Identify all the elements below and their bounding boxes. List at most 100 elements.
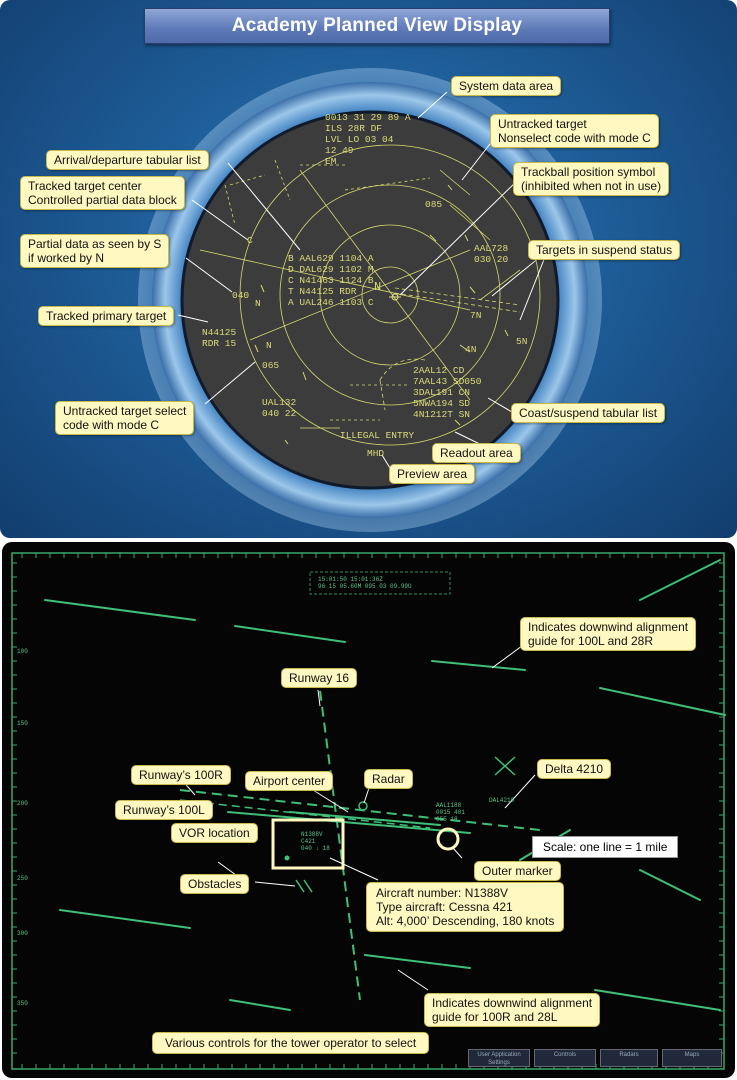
coast-line: 2AAL12 CD — [413, 365, 465, 376]
edge-label: 150 — [17, 720, 28, 727]
data-block-line: 0015 401 — [436, 809, 465, 816]
runway-100-line — [179, 789, 541, 831]
callout-arrival-departure: Arrival/departure tabular list — [46, 150, 209, 170]
dal4210-data-block: DAL4210 — [489, 797, 515, 804]
radar-scope-graphic — [138, 68, 602, 532]
callout-controls: Various controls for the tower operator … — [152, 1032, 430, 1054]
preview-text: MHD — [367, 448, 385, 459]
callout-line: guide for 100L and 28R — [528, 634, 653, 648]
callout-line: Controlled partial data block — [28, 193, 177, 207]
data-block-line: UAL132 — [262, 397, 297, 408]
callout-runway-100r: Runway’s 100R — [131, 765, 231, 785]
top-leader-lines — [177, 91, 546, 469]
callout-downwind-100r-28l: Indicates downwind alignment guide for 1… — [424, 993, 601, 1027]
runway-100l-line — [179, 799, 431, 829]
callout-line: (inhibited when not in use) — [521, 179, 662, 193]
callout-runway-100l: Runway’s 100L — [115, 800, 213, 820]
n-mark: N — [255, 298, 261, 309]
radar-marker — [358, 801, 368, 811]
coast-line: 4N1212T SN — [413, 409, 471, 420]
callout-aircraft-info: Aircraft number: N1388V Type aircraft: C… — [366, 882, 565, 932]
edge-label: 300 — [17, 930, 28, 937]
radars-button[interactable]: Radars — [600, 1049, 658, 1067]
fix-marks — [295, 756, 516, 893]
callout-vor-location: VOR location — [171, 823, 258, 843]
callout-suspend-targets: Targets in suspend status — [528, 240, 681, 260]
target-marks — [254, 184, 509, 445]
n44125-data-block: N44125 RDR 15 — [202, 327, 236, 349]
callout-radar: Radar — [364, 769, 413, 789]
ual132-data-block: UAL132 040 22 — [262, 397, 296, 419]
controls-button[interactable]: Controls — [534, 1049, 596, 1067]
header-readout: 15:01:50 15:01:36Z 96 15 05.60M 095 03 0… — [318, 576, 412, 590]
maps-button[interactable]: Maps — [662, 1049, 722, 1067]
header-line: 96 15 05.60M 095 03 09.99U — [318, 583, 412, 590]
system-data-line: ILS 28R DF — [325, 123, 383, 134]
n1388v-data-block: N1388V C421 040 ↓ 18 — [301, 831, 330, 852]
callout-tracked-center: Tracked target center Controlled partial… — [20, 176, 185, 210]
data-block-line: RDR 15 — [202, 338, 237, 349]
callout-line: guide for 100R and 28L — [432, 1010, 558, 1024]
data-block-line: AAL728 — [474, 243, 509, 254]
user-settings-button[interactable]: User Application Settings — [468, 1049, 530, 1067]
callout-line: code with mode C — [63, 418, 160, 432]
edge-label: 350 — [17, 1000, 28, 1007]
callout-downwind-100l-28r: Indicates downwind alignment guide for 1… — [520, 617, 697, 651]
aircraft-target — [284, 855, 290, 861]
scope-screen — [180, 110, 560, 490]
airway-lines — [199, 159, 521, 429]
data-block-line: 055 18 — [436, 816, 458, 823]
callout-untracked-target: Untracked target Nonselect code with mod… — [490, 114, 659, 148]
coast-suspend-list: 2AAL12 CD 7AAL43 SD050 3DAL191 CN 5NWA19… — [413, 365, 481, 420]
callout-partial-data: Partial data as seen by S if worked by N — [20, 234, 170, 268]
coast-line: 5NWA194 SD — [413, 398, 471, 409]
bottom-leader-lines — [179, 639, 536, 991]
callout-line: Aircraft number: N1388V — [376, 886, 509, 900]
callout-line: Untracked target select — [63, 404, 187, 418]
edge-label: 250 — [17, 875, 28, 882]
readout-text: ILLEGAL ENTRY — [340, 430, 415, 441]
system-data-line: 0013 31 29 89 A — [325, 112, 411, 123]
callout-untracked-select: Untracked target select code with mode C — [55, 401, 195, 435]
system-data-line: EM — [325, 156, 337, 167]
tabular-line: B AAL629 1104 A — [288, 253, 374, 264]
callout-delta-4210: Delta 4210 — [537, 759, 612, 779]
c-mark: C — [247, 235, 253, 246]
system-data-area: 0013 31 29 89 A ILS 28R DF LVL LO 03 04 … — [325, 112, 411, 167]
tabular-line: D DAL629 1102 M — [288, 264, 374, 275]
callout-line: Untracked target — [498, 117, 587, 131]
altitude-040: 040 — [232, 290, 250, 301]
header-line: 15:01:50 15:01:36Z — [318, 576, 383, 583]
callout-tracked-primary: Tracked primary target — [38, 306, 175, 326]
data-block-line: N1388V — [301, 831, 323, 838]
callout-line: Type aircraft: Cessna 421 — [376, 900, 513, 914]
target-4n: 4N — [465, 344, 477, 355]
aal-data-block: AAL1188 0015 401 055 18 — [436, 802, 465, 823]
system-data-line: 12 49 — [325, 145, 354, 156]
display-title: Academy Planned View Display — [144, 8, 610, 44]
target-5n: 5N — [516, 336, 528, 347]
altitude-065: 065 — [262, 360, 280, 371]
n-mark: N — [374, 280, 382, 294]
map-border — [11, 552, 725, 1070]
alignment-lines — [44, 559, 726, 1011]
callout-line: Indicates downwind alignment — [528, 620, 689, 634]
edge-label: 200 — [17, 800, 28, 807]
callout-line: Trackball position symbol — [521, 165, 656, 179]
outer-marker-ring — [436, 827, 460, 851]
range-rings — [239, 144, 541, 446]
runway-16-line — [317, 674, 361, 1001]
callout-preview-area: Preview area — [389, 464, 476, 484]
callout-obstacles: Obstacles — [180, 874, 250, 894]
callout-line: Tracked target center — [28, 179, 142, 193]
callout-line: Partial data as seen by S — [28, 237, 162, 251]
trackball-symbol — [389, 293, 401, 301]
header-box — [309, 571, 451, 595]
tabular-line: T N44125 RDR — [288, 286, 357, 297]
data-block-line: C421 — [301, 838, 316, 845]
callout-line: if worked by N — [28, 251, 105, 265]
data-block-line: N44125 — [202, 327, 237, 338]
callout-line: Indicates downwind alignment — [432, 996, 593, 1010]
arrival-departure-list: B AAL629 1104 A D DAL629 1102 M C N41463… — [288, 253, 374, 308]
